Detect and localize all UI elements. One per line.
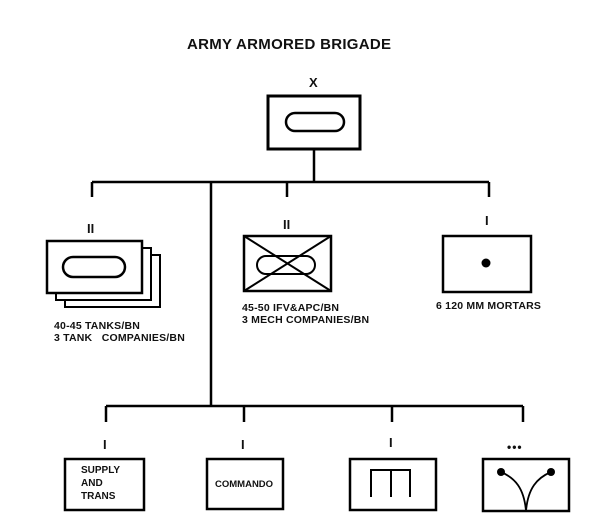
mortar-dot-icon — [481, 258, 491, 268]
supply-label-line-3: TRANS — [81, 491, 116, 502]
supply-trans-symbol — [63, 457, 146, 512]
hq-echelon-marker: X — [309, 75, 318, 90]
armor-track-icon — [256, 255, 316, 275]
supply-echelon-marker: I — [103, 437, 107, 452]
signal-symbol — [481, 457, 571, 513]
supply-label-line-1: SUPPLY — [81, 465, 121, 476]
mech-caption-line-2: 3 MECH COMPANIES/BN — [242, 314, 370, 326]
mech-caption-line-1: 45-50 IFV&APC/BN — [242, 302, 340, 314]
chart-title: ARMY ARMORED BRIGADE — [187, 36, 392, 53]
mech-battalion-symbol — [242, 234, 333, 293]
supply-label-line-2: AND — [81, 478, 103, 489]
mortar-caption: 6 120 MM MORTARS — [436, 300, 542, 312]
mortar-platoon-symbol — [441, 234, 533, 294]
commando-echelon-marker: I — [241, 437, 245, 452]
armor-caption-line-1: 40-45 TANKS/BN — [54, 320, 141, 332]
mech-echelon-marker: II — [283, 217, 291, 232]
commando-label: COMMANDO — [215, 479, 274, 490]
signal-echelon-marker: ••• — [507, 440, 523, 454]
armor-track-icon — [61, 255, 127, 279]
connector-lines — [90, 149, 525, 422]
mortar-echelon-marker: I — [485, 213, 489, 228]
commando-symbol — [205, 457, 285, 511]
armor-caption-line-2: 3 TANK COMPANIES/BN — [54, 332, 185, 344]
brigade-hq-symbol — [266, 94, 362, 151]
armor-battalion-symbol — [45, 239, 161, 308]
engineer-bridge-icon — [370, 469, 411, 497]
engineer-symbol — [348, 457, 438, 512]
engineer-echelon-marker: I — [389, 435, 393, 450]
armor-track-icon — [284, 111, 346, 133]
armor-echelon-marker: II — [87, 221, 95, 236]
signal-lightning-icon — [500, 471, 552, 512]
